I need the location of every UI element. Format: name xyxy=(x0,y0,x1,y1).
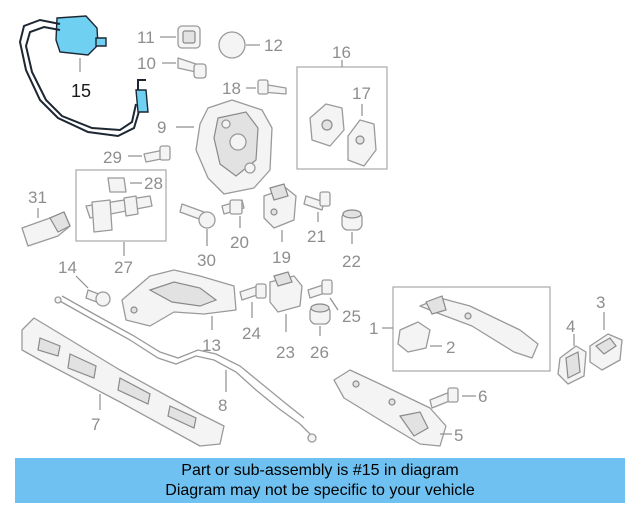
callout-2[interactable]: 2 xyxy=(446,338,455,357)
callout-5[interactable]: 5 xyxy=(454,426,463,445)
callout-31[interactable]: 31 xyxy=(28,188,47,207)
callout-28[interactable]: 28 xyxy=(144,174,163,193)
part-20-bolt[interactable] xyxy=(221,199,245,215)
part-13-inner-handle[interactable] xyxy=(121,269,237,327)
callout-12[interactable]: 12 xyxy=(264,36,283,55)
part-7-trim-panel[interactable] xyxy=(21,317,225,447)
callout-30[interactable]: 30 xyxy=(197,251,216,270)
callout-20[interactable]: 20 xyxy=(230,233,249,252)
callout-29[interactable]: 29 xyxy=(103,148,122,167)
info-banner: Part or sub-assembly is #15 in diagram D… xyxy=(15,458,625,503)
part-18-bolt[interactable] xyxy=(257,79,287,95)
callout-23[interactable]: 23 xyxy=(276,343,295,362)
part-5-handle-bracket[interactable] xyxy=(333,369,447,447)
callout-10[interactable]: 10 xyxy=(137,54,156,73)
callout-13[interactable]: 13 xyxy=(202,336,221,355)
part-29-bolt[interactable] xyxy=(143,145,171,163)
lead-14 xyxy=(75,275,89,289)
callout-14[interactable]: 14 xyxy=(58,258,77,277)
part-3-cap[interactable] xyxy=(589,333,623,371)
part-16-striker-plate[interactable] xyxy=(309,103,345,147)
group-1-box xyxy=(392,286,551,372)
lead-25 xyxy=(329,297,339,311)
callout-27[interactable]: 27 xyxy=(114,258,133,277)
callout-26[interactable]: 26 xyxy=(310,343,329,362)
part-6-bolt[interactable] xyxy=(429,387,459,409)
part-14-bolt[interactable] xyxy=(85,289,111,307)
callout-4[interactable]: 4 xyxy=(566,317,575,336)
callout-6[interactable]: 6 xyxy=(478,387,487,406)
part-2-handle-cover[interactable] xyxy=(397,321,431,353)
callout-22[interactable]: 22 xyxy=(342,252,361,271)
callout-1[interactable]: 1 xyxy=(369,319,378,338)
part-9-door-latch[interactable] xyxy=(195,99,273,195)
part-22-bushing[interactable] xyxy=(341,209,363,231)
part-4-bezel[interactable] xyxy=(557,345,587,385)
part-25-bolt[interactable] xyxy=(307,279,333,299)
part-27-door-check[interactable] xyxy=(85,195,153,233)
part-30-bolt[interactable] xyxy=(179,203,216,229)
part-12-seal[interactable] xyxy=(218,31,246,59)
callout-24[interactable]: 24 xyxy=(242,324,261,343)
banner-line-2: Diagram may not be specific to your vehi… xyxy=(165,482,475,499)
callout-25[interactable]: 25 xyxy=(342,307,361,326)
part-24-bolt[interactable] xyxy=(239,283,267,301)
part-1-outer-handle[interactable] xyxy=(419,295,539,359)
callout-11[interactable]: 11 xyxy=(137,28,155,47)
callout-18[interactable]: 18 xyxy=(222,79,241,98)
part-17-striker-cover[interactable] xyxy=(347,119,377,167)
callout-9[interactable]: 9 xyxy=(157,118,166,137)
callout-21[interactable]: 21 xyxy=(307,227,326,246)
part-11-clip[interactable] xyxy=(177,25,201,49)
callout-15[interactable]: 15 xyxy=(71,81,91,101)
callout-16[interactable]: 16 xyxy=(332,43,351,62)
part-10-bolt[interactable] xyxy=(177,57,207,79)
callout-8[interactable]: 8 xyxy=(218,396,227,415)
part-8-cable[interactable] xyxy=(54,295,317,443)
part-15-actuator-cable[interactable] xyxy=(18,15,149,138)
banner-line-1: Part or sub-assembly is #15 in diagram xyxy=(181,462,459,479)
callout-7[interactable]: 7 xyxy=(91,415,100,434)
callout-3[interactable]: 3 xyxy=(596,293,605,312)
callout-19[interactable]: 19 xyxy=(272,248,291,267)
part-21-bolt[interactable] xyxy=(303,191,331,211)
part-28-pad[interactable] xyxy=(107,177,127,193)
part-23-hinge[interactable] xyxy=(269,271,303,313)
part-31-bracket[interactable] xyxy=(21,211,71,247)
parts-diagram: 15 11 12 10 18 9 16 17 xyxy=(18,15,623,447)
part-19-hinge[interactable] xyxy=(263,183,297,229)
part-26-bushing[interactable] xyxy=(309,303,331,325)
callout-17[interactable]: 17 xyxy=(352,84,371,103)
group-27-box xyxy=(75,169,167,242)
